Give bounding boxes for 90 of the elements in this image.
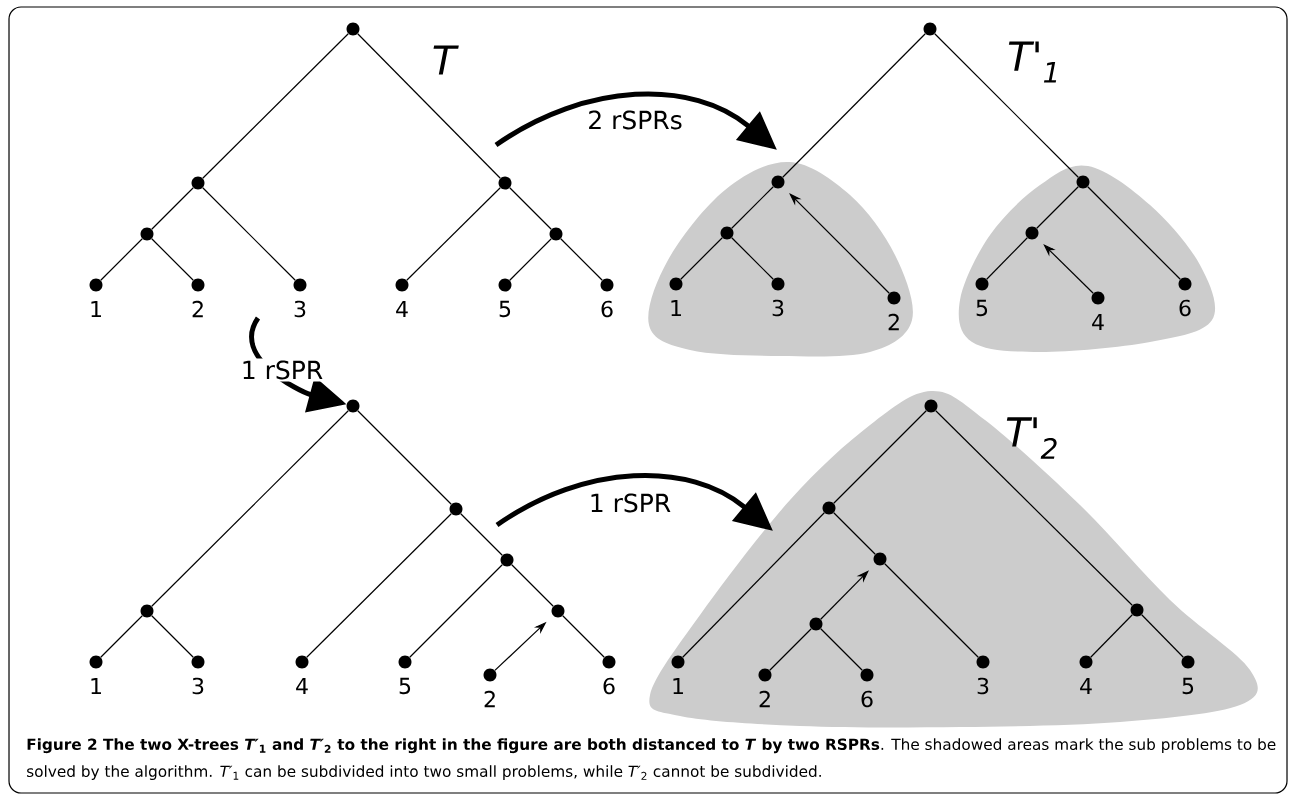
tree-branch (202, 187, 296, 281)
tree-branch (1036, 186, 1079, 229)
tree-node (1025, 226, 1039, 240)
tree-branch (731, 237, 774, 280)
tree-branch (935, 410, 1133, 606)
leaf-label: 2 (484, 690, 495, 708)
tree-branch (884, 563, 979, 658)
tree-node (500, 553, 514, 567)
leaf-label: 5 (976, 299, 988, 317)
tree-node (924, 399, 938, 413)
tree-branch (100, 615, 143, 658)
tree-branch (357, 410, 452, 505)
tree-node (191, 176, 205, 190)
tree-node (1076, 175, 1090, 189)
tree-node (346, 22, 360, 36)
edge-label: 2 rSPRs (585, 108, 685, 132)
leaf-label: 6 (603, 677, 615, 695)
leaf-label: 3 (772, 299, 784, 317)
tree-node (873, 552, 887, 566)
arrow (820, 570, 869, 620)
tree-branch (833, 410, 927, 504)
tree-branch (1090, 614, 1133, 658)
leaf-label: 4 (1080, 677, 1092, 694)
leaf-label: 1 (91, 300, 101, 317)
tree-node (140, 604, 154, 618)
tree-branch (460, 513, 503, 556)
tree-branch (1087, 186, 1181, 280)
tree-node (140, 227, 154, 241)
tree-branch (357, 33, 501, 179)
leaf-label: 2 (759, 690, 770, 708)
tree-branch (509, 187, 552, 230)
edge-label: 1 rSPR (586, 491, 674, 515)
tree-branch (509, 238, 552, 281)
tree-node (346, 399, 360, 413)
tree-branch (151, 238, 194, 281)
leaf-label: 4 (296, 677, 308, 694)
leaf-label: 2 (192, 300, 203, 318)
leaf-label: 1 (671, 299, 681, 316)
edge-label: 1 rSPR (238, 358, 326, 382)
leaf-label: 5 (1182, 677, 1194, 695)
leaf-label: 3 (192, 677, 204, 695)
leaf-label: 4 (396, 300, 408, 317)
tree-node (449, 502, 463, 516)
tree-branch (560, 238, 603, 281)
leaf-label: 1 (673, 677, 683, 694)
tree-label: T'$_{1}$ (1008, 41, 1057, 83)
tree-label: T (433, 45, 459, 75)
tree-node (720, 226, 734, 240)
leaf-label: 1 (91, 677, 101, 694)
leaf-label: 6 (861, 690, 873, 708)
caption: Figure 2 The two X-trees T′$_{1}$ and T′$_{2}$ to the right in the figure are both distanced to T by two RSPRs. The shadowed areas mark the sub problems to be solved by the algorithm. T′$_{1}$ can be subdivided into two small problems, while T′$_{2}$ cannot be subdivided. (27, 738, 1276, 780)
tree-branch (409, 564, 503, 658)
tree-branch (680, 237, 723, 280)
tree-node (498, 176, 512, 190)
arrow (1043, 244, 1094, 294)
leaf-label: 6 (1179, 299, 1191, 317)
tree-branch (151, 410, 349, 607)
tree-node (551, 604, 565, 618)
tree-branch (833, 512, 876, 555)
tree-node (771, 175, 785, 189)
tree-branch (202, 33, 349, 179)
tree-branch (1141, 614, 1184, 658)
tree-node (549, 227, 563, 241)
leaf-label: 5 (499, 300, 511, 318)
tree-branch (820, 628, 863, 671)
leaf-label: 2 (888, 313, 899, 331)
tree-node (822, 501, 836, 515)
tree-node (1130, 603, 1144, 617)
tree-branch (151, 615, 194, 658)
tree-node (809, 617, 823, 631)
leaf-label: 4 (1092, 313, 1104, 330)
leaf-label: 3 (294, 300, 306, 318)
tree-branch (562, 615, 605, 658)
tree-branch (306, 513, 452, 658)
leaf-label: 5 (399, 677, 411, 695)
leaf-label: 3 (977, 677, 989, 695)
arrow (789, 193, 890, 294)
tree-branch (511, 564, 554, 607)
leaf-label: 6 (601, 300, 613, 318)
tree-branch (100, 238, 143, 281)
tree-branch (986, 237, 1028, 280)
tree-branch (406, 187, 501, 281)
tree-label: T'$_{2}$ (1006, 417, 1057, 459)
tree-branch (731, 186, 774, 229)
tree-branch (151, 187, 194, 230)
tree-branch (782, 33, 926, 178)
tree-branch (769, 628, 812, 671)
tree-branch (682, 512, 825, 658)
tree-node (923, 22, 937, 36)
tree-branch (934, 33, 1079, 178)
